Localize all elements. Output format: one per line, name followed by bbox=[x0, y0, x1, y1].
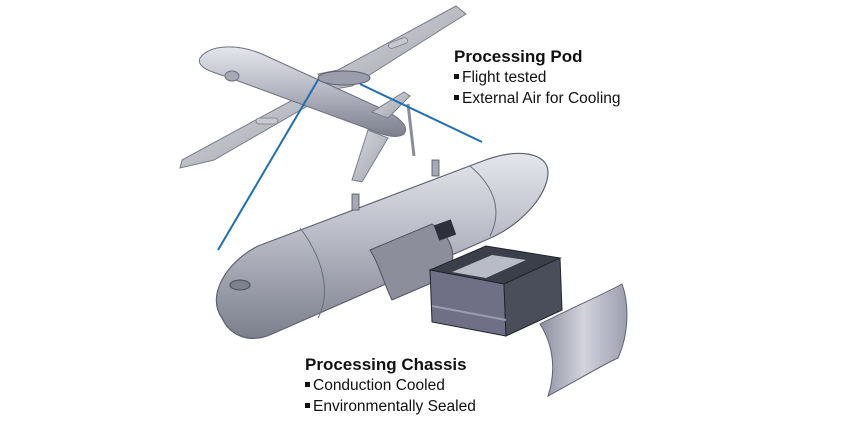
processing-chassis-caption: Processing Chassis Conduction Cooled Env… bbox=[305, 354, 476, 417]
pod-seam-front bbox=[299, 227, 325, 319]
processing-pod-bullet: Flight tested bbox=[454, 67, 621, 88]
processing-chassis-title: Processing Chassis bbox=[305, 355, 467, 374]
processing-pod-bullet-text: External Air for Cooling bbox=[462, 90, 621, 107]
processing-pod-bullet-text: Flight tested bbox=[462, 69, 547, 86]
pod-bay-hardware bbox=[433, 219, 457, 241]
processing-chassis-bullet: Environmentally Sealed bbox=[305, 396, 476, 417]
callout-line-right bbox=[359, 83, 483, 143]
uav-left-wing bbox=[179, 95, 320, 169]
uav-store-right bbox=[388, 37, 408, 49]
processing-pod-title: Processing Pod bbox=[454, 47, 583, 66]
processing-chassis-bullet-text: Conduction Cooled bbox=[313, 377, 445, 394]
processing-chassis-bullet-text: Environmentally Sealed bbox=[313, 398, 476, 415]
pod-access-panel bbox=[539, 283, 628, 398]
pod-lug-rear bbox=[431, 159, 440, 177]
uav-aircraft bbox=[179, 5, 467, 183]
bullet-square-icon bbox=[454, 95, 459, 100]
processing-pod-caption: Processing Pod Flight tested External Ai… bbox=[454, 46, 621, 109]
processing-pod-bullet: External Air for Cooling bbox=[454, 88, 621, 109]
uav-sensor-turret bbox=[224, 70, 240, 82]
chassis-top-stripe bbox=[452, 255, 526, 278]
uav-tail-fin-upper bbox=[370, 91, 411, 119]
chassis-seal-line bbox=[431, 305, 507, 321]
uav-processing-pod bbox=[317, 70, 371, 86]
processing-chassis-bullet: Conduction Cooled bbox=[305, 375, 476, 396]
bullet-square-icon bbox=[305, 403, 310, 408]
bullet-square-icon bbox=[305, 382, 310, 387]
uav-propeller bbox=[406, 103, 416, 157]
uav-store-left bbox=[255, 117, 279, 125]
callout-line-left bbox=[217, 79, 319, 251]
pod-seam-rear bbox=[469, 165, 497, 237]
pod-nose-inlet bbox=[229, 279, 251, 291]
uav-fuselage bbox=[198, 46, 406, 137]
processing-chassis bbox=[428, 245, 563, 337]
pod-lug-front bbox=[351, 193, 360, 211]
bullet-square-icon bbox=[454, 74, 459, 79]
uav-tail-fin-lower bbox=[351, 129, 389, 183]
chassis-side bbox=[503, 257, 563, 337]
